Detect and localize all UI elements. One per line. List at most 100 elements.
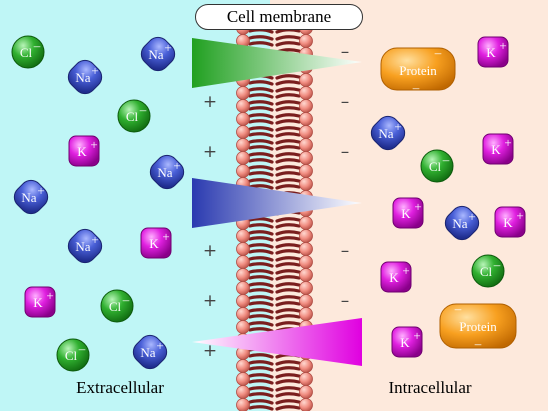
phospholipid-head <box>236 125 250 139</box>
lipid-tail <box>248 321 274 327</box>
lipid-tail <box>248 158 274 164</box>
phospholipid-head <box>236 268 250 282</box>
cl-ion-charge: – <box>122 292 130 307</box>
phospholipid-head <box>299 125 313 139</box>
lipid-tail <box>248 145 274 151</box>
na-ion-charge: + <box>173 158 180 173</box>
k-ion-label: K <box>491 142 501 157</box>
na-ion: Na+ <box>140 36 176 72</box>
lipid-tail <box>275 275 301 281</box>
na-ion-label: Na <box>148 47 163 62</box>
phospholipid-head <box>299 164 313 178</box>
lipid-tail <box>248 308 274 314</box>
phospholipid-head <box>236 372 250 386</box>
lipid-tail <box>275 74 301 80</box>
lipid-tail <box>275 321 301 327</box>
na-ion-label: Na <box>75 70 90 85</box>
lipid-tail <box>275 132 301 138</box>
lipid-tail <box>275 314 301 320</box>
lipid-tail <box>248 100 274 106</box>
cl-ion: Cl– <box>117 99 151 133</box>
k-ion-charge: + <box>414 199 421 214</box>
k-ion: K+ <box>380 261 412 293</box>
na-ion: Na+ <box>370 115 406 151</box>
cl-ion-charge: – <box>78 341 86 356</box>
lipid-tail <box>275 165 301 171</box>
cell-membrane-title: Cell membrane <box>195 4 363 30</box>
k-ion-label: K <box>503 215 513 230</box>
lipid-tail <box>275 386 301 392</box>
lipid-tail <box>248 269 274 275</box>
positive-charge-sign: + <box>203 241 217 261</box>
k-ion: K+ <box>391 326 423 358</box>
cl-gradient-wedge <box>192 38 362 88</box>
phospholipid-head <box>299 307 313 321</box>
lipid-tail <box>248 113 274 119</box>
phospholipid-head <box>299 385 313 399</box>
na-ion-charge: + <box>37 183 44 198</box>
lipid-tail <box>248 230 274 236</box>
lipid-tail <box>275 152 301 158</box>
lipid-tail <box>275 93 301 99</box>
phospholipid-head <box>236 138 250 152</box>
lipid-tail <box>275 295 301 301</box>
lipid-tail <box>275 126 301 132</box>
cl-ion: Cl– <box>100 289 134 323</box>
k-ion-label: K <box>33 295 43 310</box>
cl-ion-label: Cl <box>480 264 493 279</box>
k-ion-label: K <box>77 144 87 159</box>
lipid-tail <box>275 262 301 268</box>
cl-ion-charge: – <box>442 152 450 167</box>
cl-ion-label: Cl <box>65 348 78 363</box>
cl-ion-label: Cl <box>20 45 33 60</box>
phospholipid-head <box>236 281 250 295</box>
lipid-tail <box>248 405 274 411</box>
phospholipid-head <box>236 164 250 178</box>
na-gradient-wedge <box>192 178 362 228</box>
lipid-tail <box>275 230 301 236</box>
phospholipid-head <box>299 177 313 191</box>
lipid-tail <box>275 100 301 106</box>
phospholipid-head <box>299 229 313 243</box>
phospholipid-head <box>299 112 313 126</box>
cl-ion: Cl– <box>56 338 90 372</box>
lipid-tail <box>248 295 274 301</box>
lipid-tail <box>275 282 301 288</box>
lipid-tail <box>248 366 274 372</box>
protein-charge: – <box>412 80 420 95</box>
lipid-tail <box>275 41 301 47</box>
intracellular-label: Intracellular <box>388 378 471 397</box>
phospholipid-head <box>236 86 250 100</box>
k-ion: K+ <box>24 286 56 318</box>
lipid-tail <box>248 288 274 294</box>
lipid-tail <box>275 243 301 249</box>
phospholipid-head <box>236 151 250 165</box>
lipid-tail <box>248 223 274 229</box>
lipid-tail <box>275 106 301 112</box>
lipid-tail <box>275 236 301 242</box>
lipid-tail <box>248 301 274 307</box>
cl-ion-label: Cl <box>429 159 442 174</box>
lipid-tail <box>248 35 274 41</box>
phospholipid-head <box>236 255 250 269</box>
k-ion-label: K <box>389 270 399 285</box>
cl-ion: Cl– <box>471 254 505 288</box>
cl-ion: Cl– <box>11 35 45 69</box>
k-ion-charge: + <box>162 229 169 244</box>
na-ion-charge: + <box>91 232 98 247</box>
lipid-tail <box>248 93 274 99</box>
negative-charge-sign: – <box>341 92 350 112</box>
lipid-tail <box>275 113 301 119</box>
na-ion-label: Na <box>140 345 155 360</box>
na-ion-charge: + <box>156 338 163 353</box>
protein-label: Protein <box>399 63 437 78</box>
phospholipid-head <box>299 73 313 87</box>
lipid-tail <box>248 80 274 86</box>
lipid-tail <box>275 405 301 411</box>
lipid-tail <box>275 119 301 125</box>
k-ion: K+ <box>68 135 100 167</box>
phospholipid-head <box>236 99 250 113</box>
lipid-tail <box>275 379 301 385</box>
lipid-tail <box>248 392 274 398</box>
